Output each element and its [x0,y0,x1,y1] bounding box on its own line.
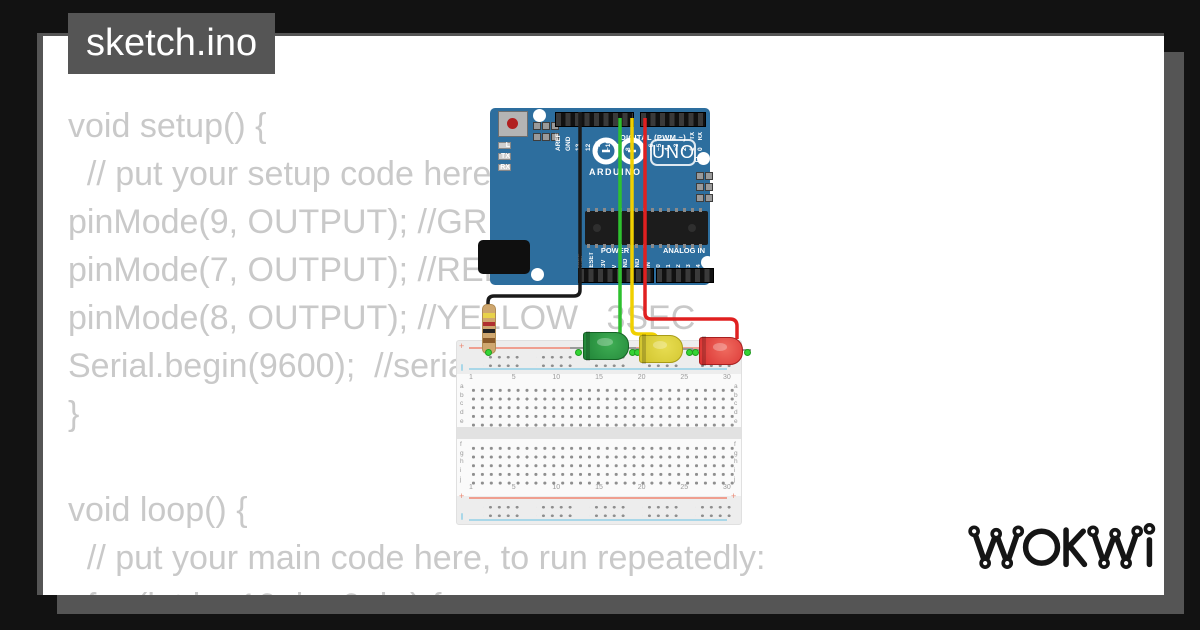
arduino-infinity-logo-icon [592,137,646,165]
connection-node [485,349,492,356]
uno-model-label: UNO [650,139,696,166]
center-notch [457,427,741,439]
resistor-band [483,313,495,318]
resistor-band [483,329,495,333]
rx-label: RX [698,132,704,141]
column-number: 10 [552,374,561,381]
code-line: void setup() { [68,107,267,145]
connection-node [692,349,699,356]
power-jack [478,240,530,274]
resistor-band [483,322,495,326]
mounting-hole [533,109,546,122]
column-number: 25 [680,484,689,491]
column-number: 20 [637,374,646,381]
code-preview: void setup() { // put your setup code he… [68,102,765,595]
code-line: void loop() { [68,491,248,529]
rail-holes [483,501,733,518]
rail-plus-marker: + [731,491,737,501]
rail-positive-line [469,497,727,499]
rail-minus-marker [461,513,463,520]
terminal-grid-top [467,384,735,428]
column-number: 30 [723,484,731,491]
resistor [482,304,496,354]
icsp-header [696,172,713,202]
column-number: 1 [469,374,473,381]
column-number: 25 [680,374,689,381]
code-line: } [68,395,80,433]
arduino-wordmark: ARDUINO [589,167,642,177]
yellow-led [639,334,683,364]
logo-letter-k [1063,527,1088,568]
atmega-chip [585,208,708,248]
power-pin-header [578,268,654,283]
rail-minus-marker [461,364,463,371]
digital-pin-header [555,112,634,127]
mounting-hole [531,268,544,281]
green-led [583,331,629,361]
power-on-label: ON [694,157,705,164]
analog-pin-header [656,268,714,283]
preview-card: void setup() { // put your setup code he… [37,33,1164,595]
wokwi-logo [968,523,1156,569]
digital-pin-header [640,112,706,127]
column-number: 10 [552,484,561,491]
code-line: // put your main code here, to run repea… [68,539,766,577]
logo-letter-o [1022,528,1061,566]
code-line: // put your setup code here [68,155,492,193]
column-number: 1 [469,484,473,491]
resistor-band [483,338,495,343]
connection-node [575,349,582,356]
rail-plus-marker: + [459,341,465,351]
led-lead [570,347,584,349]
rail-negative-line [469,519,727,521]
column-number: 30 [723,374,731,381]
power-section-label: POWER [600,246,630,255]
code-line: for (int i = 10; i > 0; i--) { [68,582,765,595]
column-number: 20 [637,484,646,491]
red-led [699,336,743,366]
column-number: 15 [595,484,603,491]
connection-node [744,349,751,356]
reset-button [498,111,528,137]
terminal-grid-bottom [467,442,735,486]
rail-plus-marker: + [459,491,465,501]
column-number: 5 [511,374,516,381]
sketch-filename-tab: sketch.ino [68,13,276,74]
icsp-header [533,122,559,141]
column-number: 15 [595,374,603,381]
column-number: 5 [511,484,516,491]
rail-negative-line [469,368,727,370]
